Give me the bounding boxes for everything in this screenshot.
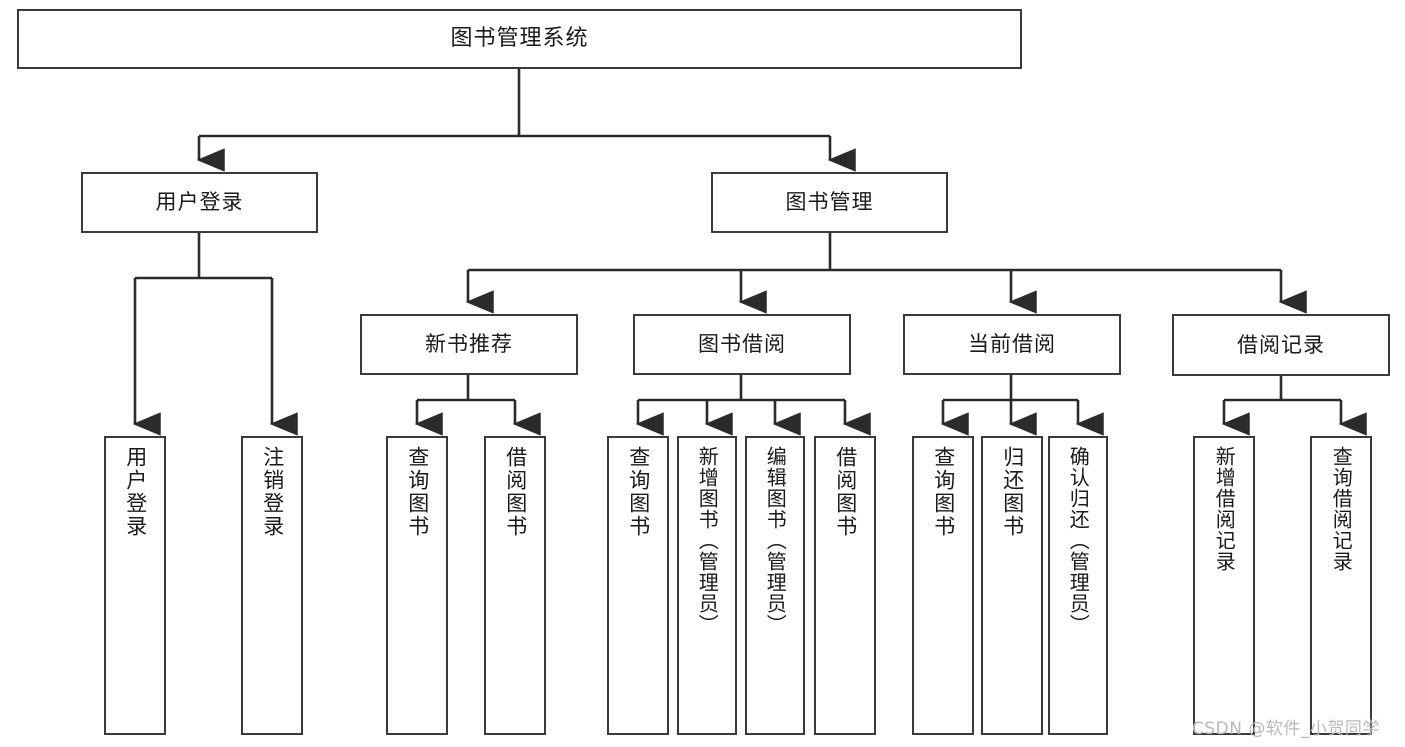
node-leaf-query-book-2[interactable]: 查询图书 bbox=[607, 436, 669, 735]
node-current-borrow[interactable]: 当前借阅 bbox=[903, 314, 1121, 375]
node-leaf-edit-book[interactable]: 编辑图书（管理员） bbox=[745, 436, 805, 735]
node-label: 查询图书 bbox=[626, 446, 651, 538]
node-label: 编辑图书（管理员） bbox=[763, 446, 788, 635]
node-label: 查询图书 bbox=[405, 446, 430, 538]
node-label: 查询图书 bbox=[931, 446, 956, 538]
node-label: 新增借阅记录 bbox=[1212, 446, 1237, 572]
node-label: 借阅记录 bbox=[1237, 332, 1325, 357]
node-leaf-confirm-return[interactable]: 确认归还（管理员） bbox=[1048, 436, 1108, 735]
node-label: 新书推荐 bbox=[425, 332, 513, 357]
node-leaf-borrow-book-2[interactable]: 借阅图书 bbox=[814, 436, 876, 735]
node-leaf-user-login[interactable]: 用户登录 bbox=[104, 436, 166, 735]
node-label: 确认归还（管理员） bbox=[1066, 446, 1091, 635]
node-label: 新增图书（管理员） bbox=[695, 446, 720, 635]
node-new-book-recommend[interactable]: 新书推荐 bbox=[360, 314, 578, 375]
node-label: 图书管理系统 bbox=[450, 26, 589, 52]
node-label: 用户登录 bbox=[123, 446, 148, 538]
node-label: 当前借阅 bbox=[968, 332, 1056, 357]
node-leaf-query-book-3[interactable]: 查询图书 bbox=[912, 436, 974, 735]
node-label: 注销登录 bbox=[260, 446, 285, 538]
node-leaf-logout-login[interactable]: 注销登录 bbox=[241, 436, 303, 735]
node-label: 借阅图书 bbox=[503, 446, 528, 538]
csdn-watermark: CSDN @软件_小贺同学 bbox=[1192, 719, 1380, 739]
node-label: 图书管理 bbox=[785, 190, 874, 215]
node-root-system[interactable]: 图书管理系统 bbox=[17, 9, 1022, 69]
node-label: 图书借阅 bbox=[698, 332, 786, 357]
node-label: 归还图书 bbox=[1000, 446, 1025, 538]
node-label: 借阅图书 bbox=[833, 446, 858, 538]
node-leaf-add-book[interactable]: 新增图书（管理员） bbox=[677, 436, 737, 735]
node-book-management[interactable]: 图书管理 bbox=[711, 172, 948, 233]
node-label: 查询借阅记录 bbox=[1329, 446, 1354, 572]
node-leaf-query-borrow-record[interactable]: 查询借阅记录 bbox=[1310, 436, 1372, 735]
node-label: 用户登录 bbox=[155, 190, 244, 215]
node-borrow-record[interactable]: 借阅记录 bbox=[1172, 314, 1390, 376]
node-user-login[interactable]: 用户登录 bbox=[81, 172, 318, 233]
node-leaf-return-book[interactable]: 归还图书 bbox=[981, 436, 1043, 735]
node-leaf-add-borrow-record[interactable]: 新增借阅记录 bbox=[1193, 436, 1255, 735]
node-leaf-borrow-book-1[interactable]: 借阅图书 bbox=[484, 436, 546, 735]
node-book-borrow[interactable]: 图书借阅 bbox=[633, 314, 851, 375]
node-leaf-query-book-1[interactable]: 查询图书 bbox=[386, 436, 448, 735]
